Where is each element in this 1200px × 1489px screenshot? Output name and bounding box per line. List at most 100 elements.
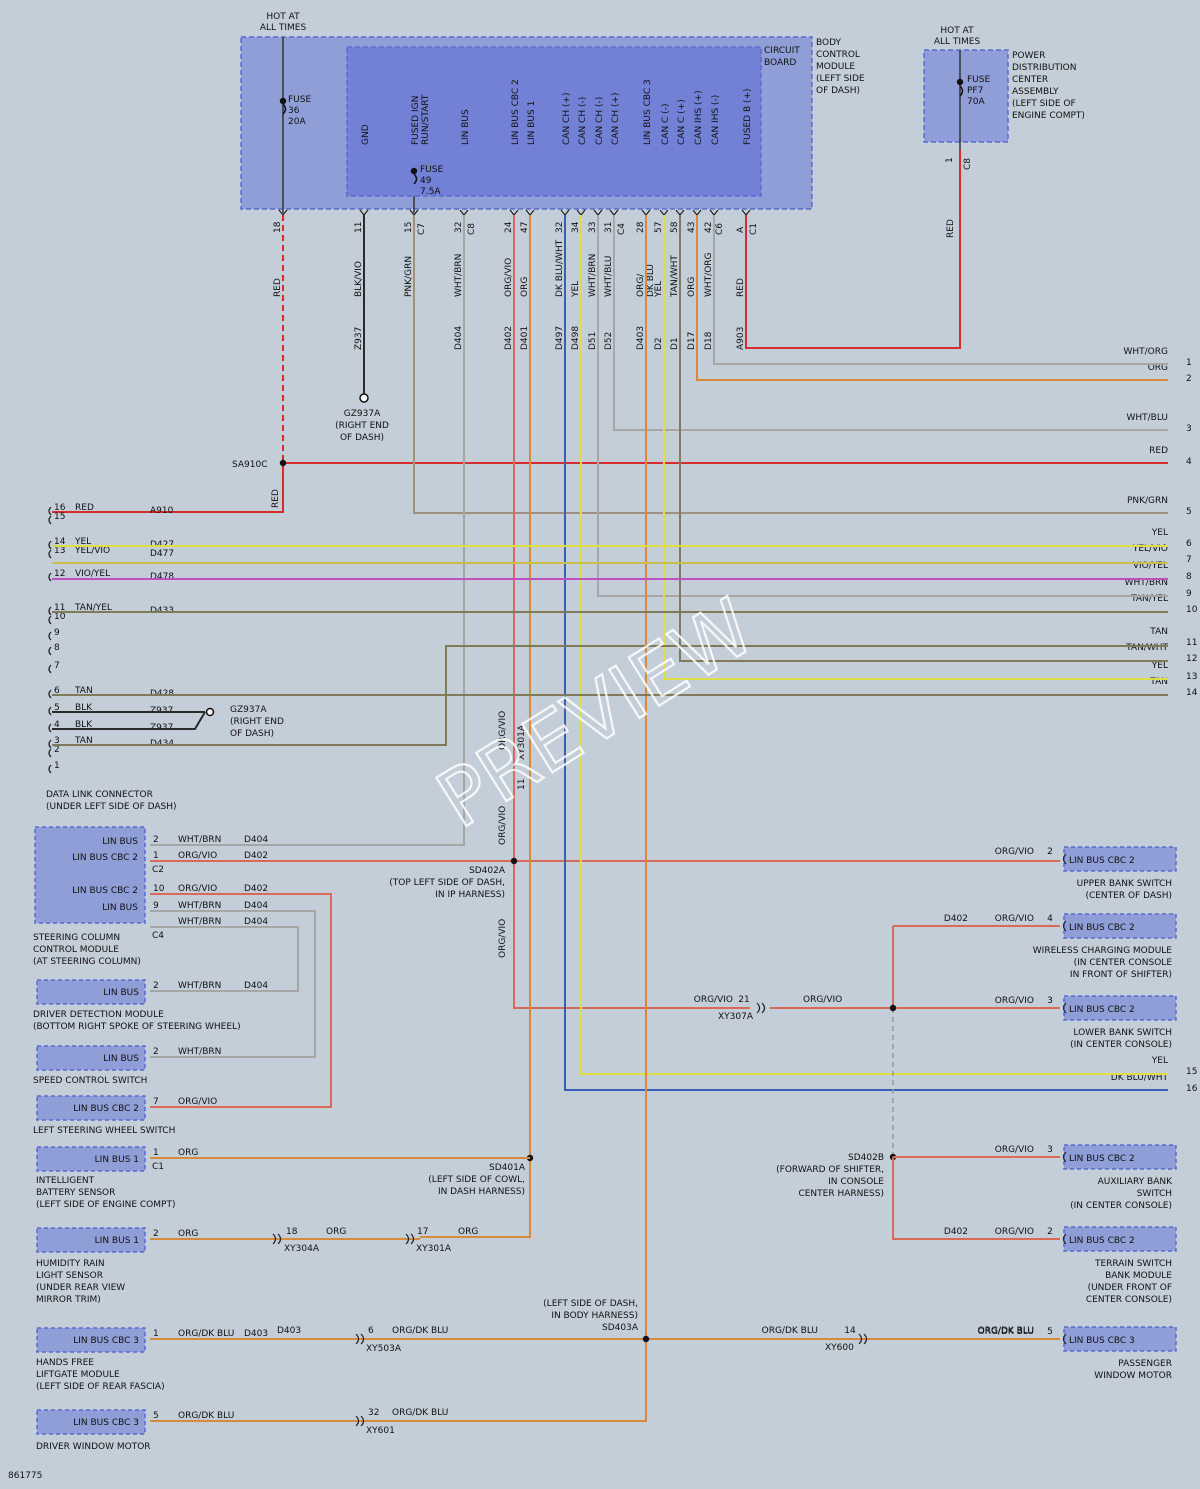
lbs-pin-number: 3 xyxy=(1047,996,1053,1006)
sccm-wire-circuit: D404 xyxy=(244,835,268,845)
label-line: HOT AT xyxy=(266,12,300,22)
label-line: OF DASH) xyxy=(816,86,860,96)
bcm-pin-number: A xyxy=(736,226,746,233)
label-line: FUSED IGN xyxy=(411,96,421,145)
xy307a-connector xyxy=(756,1002,766,1014)
label-line: PF7 xyxy=(967,86,983,96)
xy503a-color: ORG/DK BLU xyxy=(392,1326,448,1336)
wire-d403 xyxy=(150,215,647,1422)
orgvio-vertical-b: ORG/VIO xyxy=(498,806,508,845)
hrls-wire-color: ORG xyxy=(178,1229,198,1239)
dlc-label: DATA LINK CONNECTOR (UNDER LEFT SIDE OF D… xyxy=(46,790,177,812)
xy600-connector-mark xyxy=(858,1333,868,1345)
bcm-pin-number: 42 xyxy=(704,222,714,233)
bcm-pin-name: CAN C (+) xyxy=(677,99,687,145)
right-edge-wire-color: ORG xyxy=(1148,363,1168,373)
orgvio-vertical-a: ORG/VIO xyxy=(498,711,508,750)
bcm-pin-name: CAN CH (-) xyxy=(595,97,605,145)
pdc-connector: C8 xyxy=(963,158,973,170)
sccm-pin-name: LIN BUS xyxy=(102,837,138,847)
sccm-pin-name: LIN BUS CBC 2 xyxy=(72,853,138,863)
right-edge-pin: 6 xyxy=(1186,539,1192,549)
bcm-pin-number: 15 xyxy=(404,222,414,233)
bcm-connector-label: C7 xyxy=(417,223,427,235)
right-edge-wire-color: DK BLU/WHT xyxy=(1111,1073,1169,1083)
bcm-pin-number: 31 xyxy=(604,222,614,233)
bcm-pin-circuit: D18 xyxy=(704,331,714,350)
bcm-pin-number: 34 xyxy=(571,221,581,233)
bcm-pin-terminal xyxy=(459,209,469,216)
dlc-pin-number: 5 xyxy=(54,703,60,713)
hrls-box xyxy=(36,1227,146,1253)
abs-pin-name: LIN BUS CBC 2 xyxy=(1069,1154,1135,1164)
dlc-pin-terminal xyxy=(48,506,52,516)
label-line: 36 xyxy=(288,106,300,116)
right-edge-wire-color: RED xyxy=(1149,446,1168,456)
right-edge-pin: 10 xyxy=(1186,605,1198,615)
bcm-pin-circuit: D404 xyxy=(454,326,464,350)
label-line: IN IP HARNESS) xyxy=(435,890,505,900)
bcm-pin-color: ORG/DK BLU xyxy=(636,264,656,297)
dlc-pin-terminal xyxy=(48,540,52,550)
right-edge-pin: 7 xyxy=(1186,555,1192,565)
label-line: OF DASH) xyxy=(340,433,384,443)
label-line: BODY xyxy=(816,38,842,48)
right-edge-wire-color: TAN/WHT xyxy=(1125,643,1168,653)
pwm-wire-color: ORG/DK BLU xyxy=(978,1327,1034,1337)
wcm-wire-color: ORG/VIO xyxy=(995,914,1034,924)
label-line: (BOTTOM RIGHT SPOKE OF STEERING WHEEL) xyxy=(33,1022,241,1032)
orgvio-vertical-c: ORG/VIO xyxy=(498,919,508,958)
label-line: 70A xyxy=(967,97,985,107)
bcm-pin-circuit: D1 xyxy=(670,337,680,350)
wire-dkbluwht xyxy=(564,215,1168,1091)
label-line: DATA LINK CONNECTOR xyxy=(46,790,153,800)
right-edge-wire-color: WHT/ORG xyxy=(1123,347,1168,357)
dlc-pin-number: 15 xyxy=(54,512,65,522)
wire-pnk-grn xyxy=(413,215,1168,514)
dlc-pin-circuit: D477 xyxy=(150,549,174,559)
label-line: CENTER CONSOLE) xyxy=(1086,1295,1172,1305)
label-line: (LEFT SIDE OF xyxy=(1012,99,1076,109)
right-edge-pin: 12 xyxy=(1186,654,1197,664)
label-line: (CENTER OF DASH) xyxy=(1085,891,1172,901)
xy304a-pin: 18 xyxy=(286,1227,298,1237)
sccm-wire-circuit: D402 xyxy=(244,884,268,894)
ddm-wire-circuit: D404 xyxy=(244,981,268,991)
xy601-connector-mark xyxy=(355,1415,365,1427)
right-edge-pin: 15 xyxy=(1186,1067,1197,1077)
bcm-pin-terminal xyxy=(359,209,369,216)
bcm-pin-terminal xyxy=(641,209,651,216)
label-line: OF DASH) xyxy=(230,729,274,739)
bcm-pin-number: 32 xyxy=(454,222,464,233)
right-edge-wire-color: TAN xyxy=(1149,627,1168,637)
label-line: BOARD xyxy=(764,58,796,68)
abs-terminal xyxy=(1062,1151,1067,1163)
bcm-pin-terminal xyxy=(525,209,535,216)
dlc-pin-number: 3 xyxy=(54,736,60,746)
xy600-color: ORG/DK BLU xyxy=(762,1326,818,1336)
bcm-pin-color: TAN/WHT xyxy=(670,255,680,298)
bcm-pin-name: CAN CH (+) xyxy=(611,92,621,145)
bcm-pin-terminal xyxy=(593,209,603,216)
wire-d404-scs xyxy=(150,910,316,1058)
dlc-pin-terminal xyxy=(48,739,52,749)
splice-sa910c xyxy=(279,459,287,467)
label-line: (UNDER LEFT SIDE OF DASH) xyxy=(46,802,177,812)
right-edge-pin: 13 xyxy=(1186,672,1197,682)
ibs-wire-color: ORG xyxy=(178,1148,198,1158)
bcm-pin-terminal xyxy=(576,209,586,216)
preview-watermark: PREVIEW xyxy=(422,583,769,847)
lsws-box xyxy=(36,1095,146,1121)
label-line: IN CONSOLE xyxy=(828,1177,884,1187)
sa910c-label: SA910C xyxy=(232,460,268,470)
label-line: (RIGHT END xyxy=(335,421,389,431)
wcm-pin-name: LIN BUS CBC 2 xyxy=(1069,923,1135,933)
bcm-pin-terminal xyxy=(509,209,519,216)
bcm-pin-color: ORG xyxy=(687,277,697,297)
